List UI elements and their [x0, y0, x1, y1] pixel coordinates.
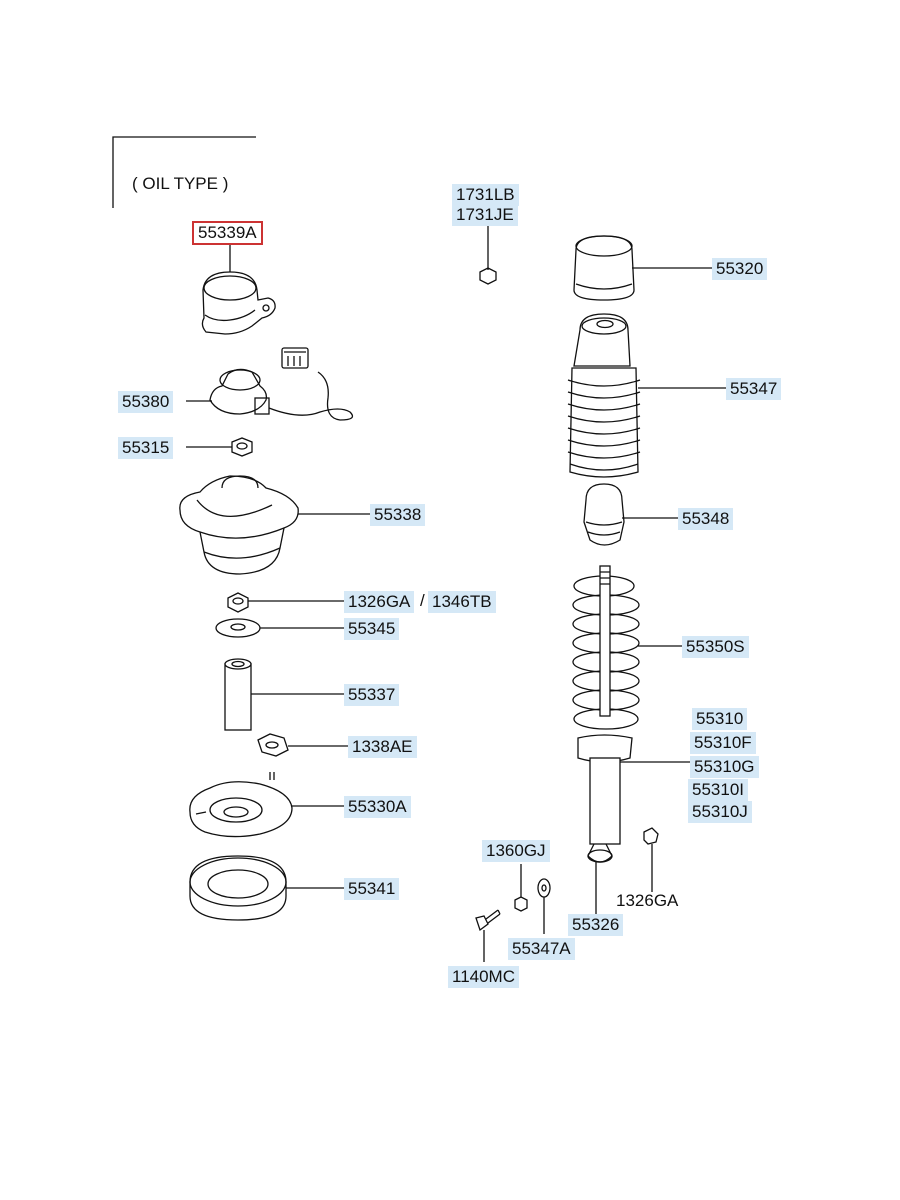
- part-label-55341[interactable]: 55341: [344, 878, 400, 900]
- section-title: ( OIL TYPE ): [132, 174, 229, 193]
- part-1731-nut: [479, 267, 497, 285]
- part-label-55338[interactable]: 55338: [370, 504, 426, 526]
- part-label-55380[interactable]: 55380: [118, 391, 174, 413]
- part-1326GA-nut: [227, 592, 249, 613]
- part-label-1731JE[interactable]: 1731JE: [452, 204, 518, 226]
- part-55320-cap: [573, 235, 635, 301]
- part-55347-bellows: [567, 313, 641, 478]
- part-label-1338AE[interactable]: 1338AE: [348, 736, 417, 758]
- part-55348-bumpstop: [583, 483, 625, 546]
- oil-type-bracket: [112, 136, 256, 208]
- part-label-1731LB[interactable]: 1731LB: [452, 184, 519, 206]
- part-label-55348[interactable]: 55348: [678, 508, 734, 530]
- label-separator: /: [420, 591, 425, 610]
- part-label-55330A[interactable]: 55330A: [344, 796, 411, 818]
- part-label-55320[interactable]: 55320: [712, 258, 768, 280]
- part-label-55339A[interactable]: 55339A: [192, 221, 263, 245]
- part-55380-sensor: [209, 347, 354, 421]
- part-label-55310J[interactable]: 55310J: [688, 801, 752, 823]
- part-1140MC-bolt: [475, 909, 501, 932]
- part-label-55347A[interactable]: 55347A: [508, 938, 575, 960]
- part-label-55337[interactable]: 55337: [344, 684, 400, 706]
- part-55337-tube: [224, 658, 252, 731]
- part-label-55350S[interactable]: 55350S: [682, 636, 749, 658]
- part-55339A-cap: [201, 271, 276, 335]
- part-label-1360GJ[interactable]: 1360GJ: [482, 840, 550, 862]
- leader-lines: [186, 226, 726, 962]
- part-label-1140MC[interactable]: 1140MC: [448, 966, 519, 988]
- part-1338AE-nut: [257, 733, 289, 757]
- part-55341-ring: [189, 855, 287, 921]
- part-1326GA-small-nut: [643, 827, 659, 845]
- part-label-55310[interactable]: 55310: [692, 708, 748, 730]
- part-label-55315[interactable]: 55315: [118, 437, 174, 459]
- part-label-55310I[interactable]: 55310I: [688, 779, 748, 801]
- part-55310-strut: [577, 565, 633, 863]
- part-label-1326GA[interactable]: 1326GA: [344, 591, 415, 613]
- part-label-55347[interactable]: 55347: [726, 378, 782, 400]
- part-55345-washer: [215, 618, 261, 638]
- part-1360GJ-nut: [514, 896, 528, 912]
- part-label-55310F[interactable]: 55310F: [690, 732, 756, 754]
- part-label-55326[interactable]: 55326: [568, 914, 624, 936]
- part-55338-mount: [179, 475, 299, 575]
- part-55347A-washer: [537, 878, 551, 898]
- part-55315-nut: [231, 437, 253, 457]
- part-label-1346TB[interactable]: 1346TB: [428, 591, 496, 613]
- part-label-55310G[interactable]: 55310G: [690, 756, 759, 778]
- part-label-55345[interactable]: 55345: [344, 618, 400, 640]
- part-55330A-plate: [189, 772, 293, 838]
- part-label-1326GA-b[interactable]: 1326GA: [616, 891, 679, 910]
